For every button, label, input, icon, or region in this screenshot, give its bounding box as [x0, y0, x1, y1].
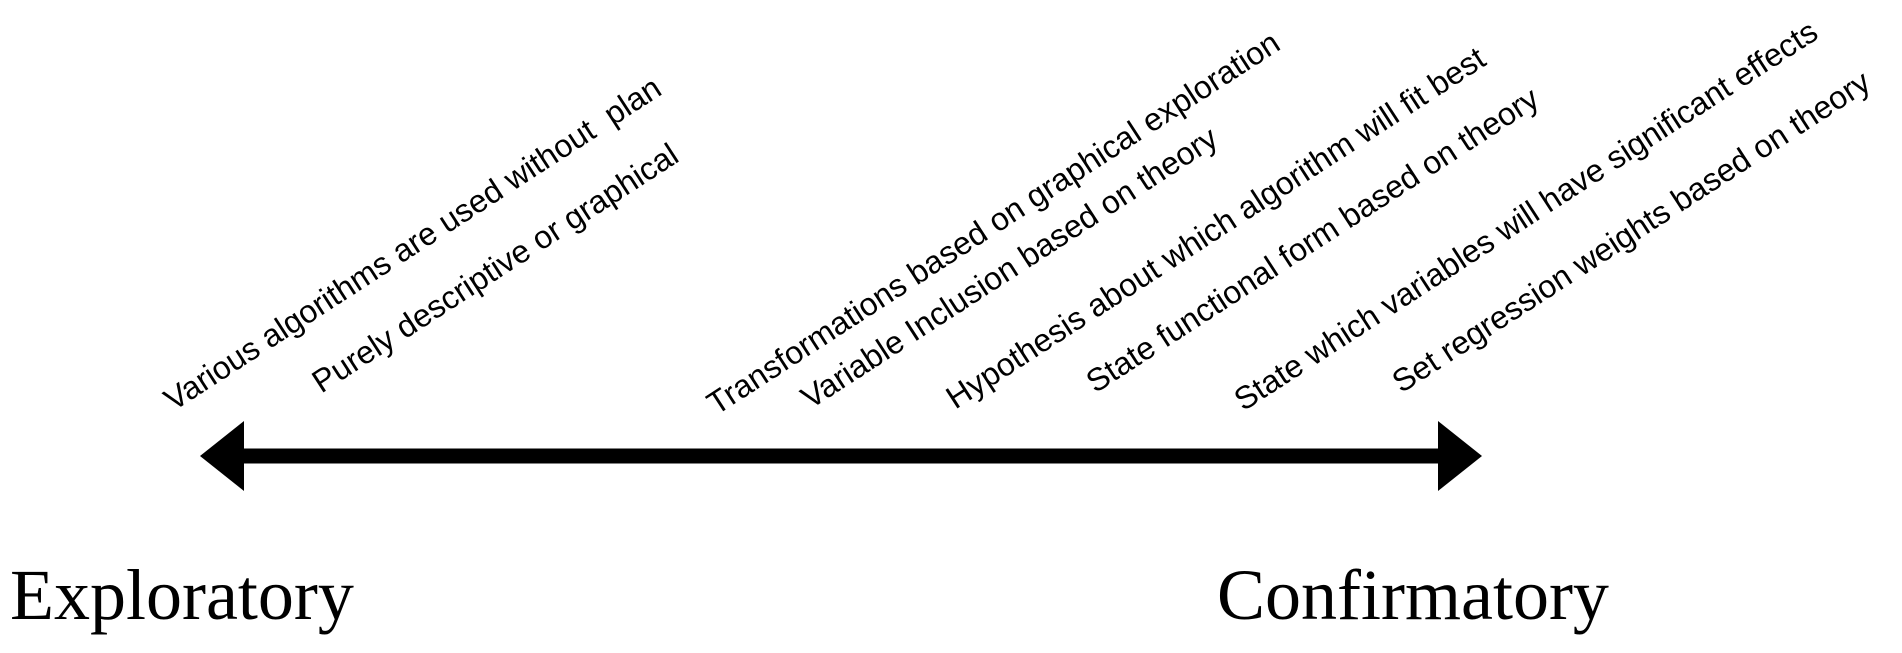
left-arrowhead: [200, 421, 244, 491]
label-regression-weights: Set regression weights based on theory: [1385, 63, 1877, 400]
label-various-algorithms: Various algorithms are used without plan: [157, 69, 668, 418]
confirmatory-pole-label: Confirmatory: [1217, 555, 1609, 635]
double-headed-arrow: [200, 421, 1482, 491]
right-arrowhead: [1438, 421, 1482, 491]
exploratory-pole-label: Exploratory: [10, 555, 354, 635]
